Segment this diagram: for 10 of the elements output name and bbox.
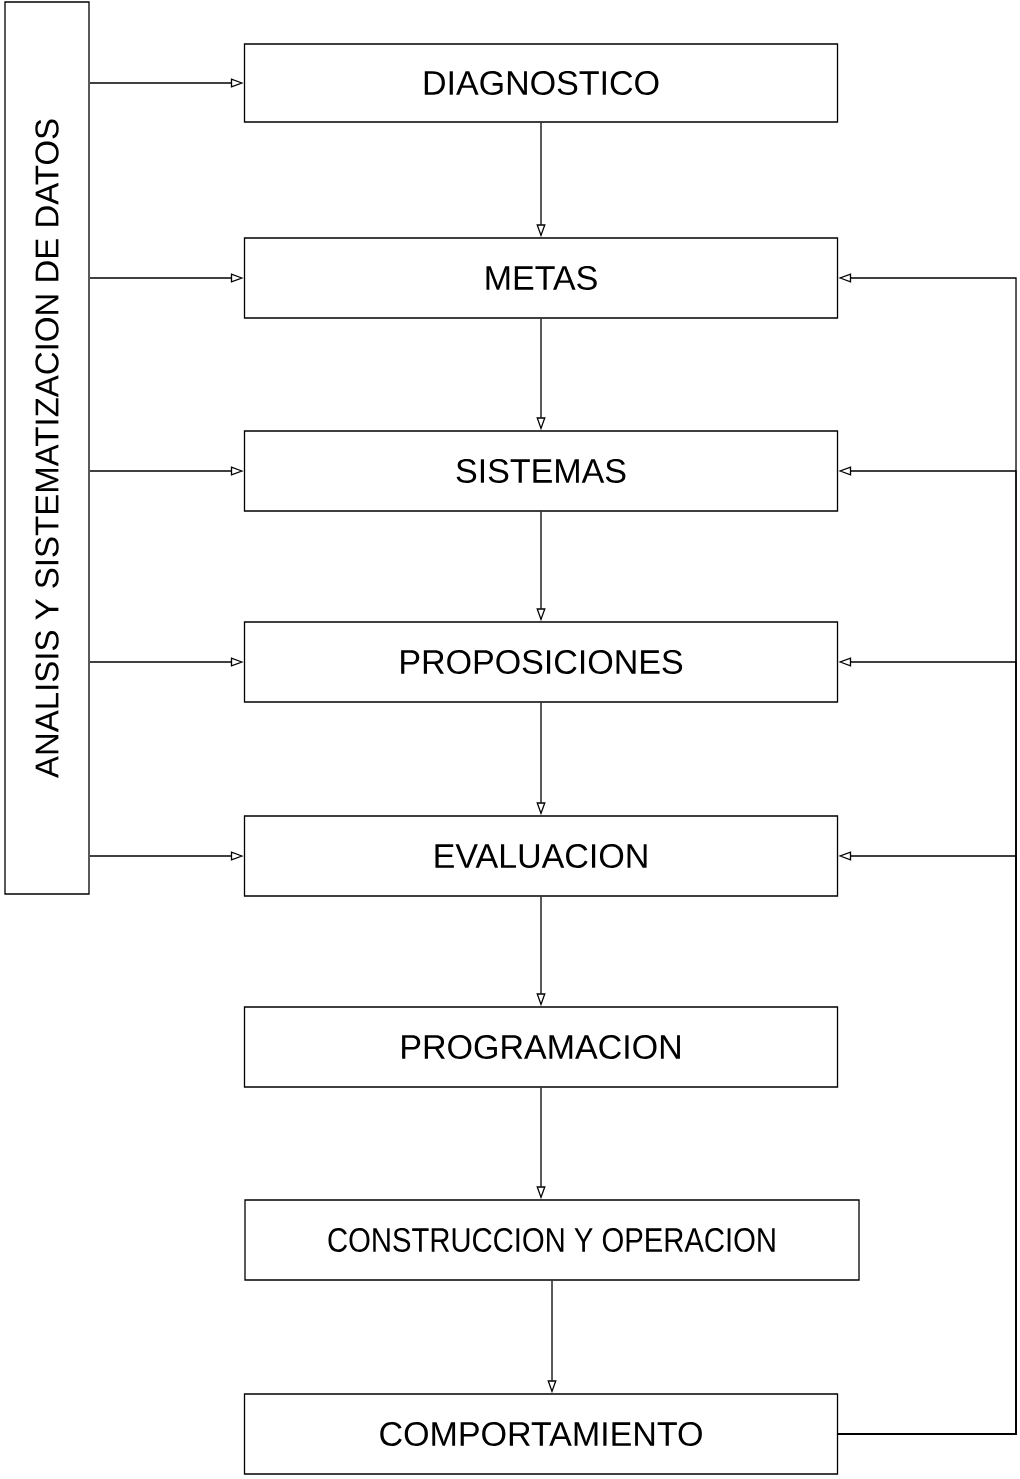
arrow: [837, 851, 1017, 1435]
process-box: PROPOSICIONES: [243, 621, 839, 703]
process-box: PROGRAMACION: [243, 1006, 839, 1088]
process-box: CONSTRUCCION Y OPERACION: [244, 1199, 860, 1281]
process-box: COMPORTAMIENTO: [243, 1393, 839, 1475]
process-box: METAS: [243, 237, 839, 319]
process-box: SISTEMAS: [243, 430, 839, 512]
process-box: DIAGNOSTICO: [243, 43, 839, 123]
process-box: EVALUACION: [243, 815, 839, 897]
vertical-box: ANALISIS Y SISTEMATIZACION DE DATOS: [4, 1, 90, 895]
